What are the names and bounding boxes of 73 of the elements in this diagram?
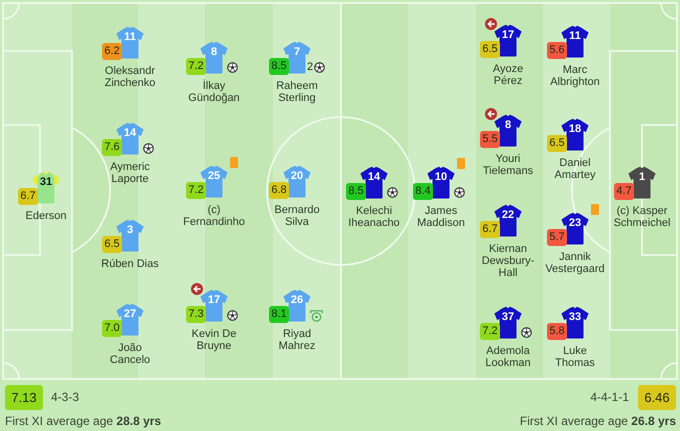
player-rating: 7.2 — [186, 182, 206, 199]
shirt-number: 1 — [638, 171, 646, 183]
shirt-number: 18 — [568, 123, 582, 135]
player-rating: 6.7 — [18, 188, 38, 205]
player-name: Riyad Mahrez — [278, 328, 316, 352]
shirt-number: 25 — [208, 170, 220, 182]
player-rating: 6.5 — [547, 135, 567, 152]
average-age-text: First XI average age 26.8 yrs — [520, 414, 676, 429]
shirt-number: 8 — [504, 119, 512, 131]
player-rating: 8.1 — [269, 306, 289, 323]
goal-count: 2 — [307, 61, 314, 73]
player-name: Marc Albrighton — [549, 64, 601, 88]
shirt-number: 31 — [40, 176, 52, 188]
shirt-number: 7 — [294, 46, 300, 58]
shirt-number: 26 — [290, 294, 304, 306]
shirt-number: 14 — [368, 171, 380, 183]
player-rating: 6.7 — [480, 221, 500, 238]
player-rating: 6.5 — [102, 236, 122, 253]
player-name: Ayoze Pérez — [492, 63, 524, 87]
average-age-text: First XI average age 28.8 yrs — [5, 414, 162, 429]
team-rating: 6.46 — [638, 385, 676, 410]
player-rating: 6.2 — [102, 43, 122, 60]
player-name: João Cancelo — [108, 342, 152, 366]
player-name: (c) Kasper Schmeichel — [612, 205, 672, 229]
shirt-number: 11 — [124, 31, 136, 43]
shirt-number: 17 — [502, 29, 514, 41]
shirt-number: 11 — [569, 30, 581, 42]
shirt-number: 27 — [124, 308, 136, 320]
player-name: Aymeric Laporte — [109, 161, 151, 185]
player-name: Luke Thomas — [554, 345, 596, 369]
player-name: Ederson — [26, 210, 66, 222]
player-rating: 8.5 — [269, 58, 289, 75]
player-rating: 7.0 — [102, 320, 122, 337]
shirt-number: 20 — [290, 170, 304, 182]
player-name: Daniel Amartey — [554, 157, 596, 181]
player-name: Kelechi Iheanacho — [347, 205, 401, 229]
shirt-number: 17 — [208, 294, 220, 306]
player-rating: 7.6 — [102, 139, 122, 156]
player-rating: 5.8 — [547, 323, 567, 340]
player-name: Kevin De Bruyne — [190, 328, 238, 352]
shirt-number: 23 — [568, 217, 582, 229]
player-rating: 5.7 — [547, 229, 567, 246]
player-name: Ademola Lookman — [484, 345, 532, 369]
team-rating: 7.13 — [5, 385, 43, 410]
player-rating: 6.8 — [269, 182, 289, 199]
player-rating: 7.2 — [480, 323, 500, 340]
player-rating: 4.7 — [614, 183, 634, 200]
player-name: Kiernan Dewsbury-Hall — [480, 243, 536, 279]
player-name: Youri Tielemans — [482, 153, 534, 177]
player-rating: 8.4 — [413, 183, 433, 200]
player-name: Rúben Dias — [101, 258, 159, 270]
player-rating: 5.6 — [547, 42, 567, 59]
player-rating: 6.5 — [480, 41, 500, 58]
player-name: Jannik Vestergaard — [545, 251, 605, 275]
shirt-number: 3 — [126, 224, 134, 236]
shirt-number: 14 — [124, 127, 136, 139]
shirt-number: 8 — [210, 46, 218, 58]
player-rating: 7.2 — [186, 58, 206, 75]
player-name: Raheem Sterling — [275, 80, 319, 104]
shirt-number: 37 — [502, 311, 514, 323]
shirt-number: 10 — [434, 171, 448, 183]
formation-text: 4-4-1-1 — [590, 390, 629, 405]
player-rating: 8.5 — [346, 183, 366, 200]
player-name: (c) Fernandinho — [183, 204, 245, 228]
player-name: Oleksandr Zinchenko — [104, 65, 156, 89]
player-name: James Maddison — [416, 205, 466, 229]
player-rating: 5.5 — [480, 131, 500, 148]
player-name: Bernardo Silva — [273, 204, 321, 228]
formation-text: 4-3-3 — [51, 390, 80, 405]
player-name: İlkay Gündoğan — [187, 80, 241, 104]
shirt-number: 33 — [568, 311, 582, 323]
player-rating: 7.3 — [186, 306, 206, 323]
shirt-number: 22 — [502, 209, 514, 221]
